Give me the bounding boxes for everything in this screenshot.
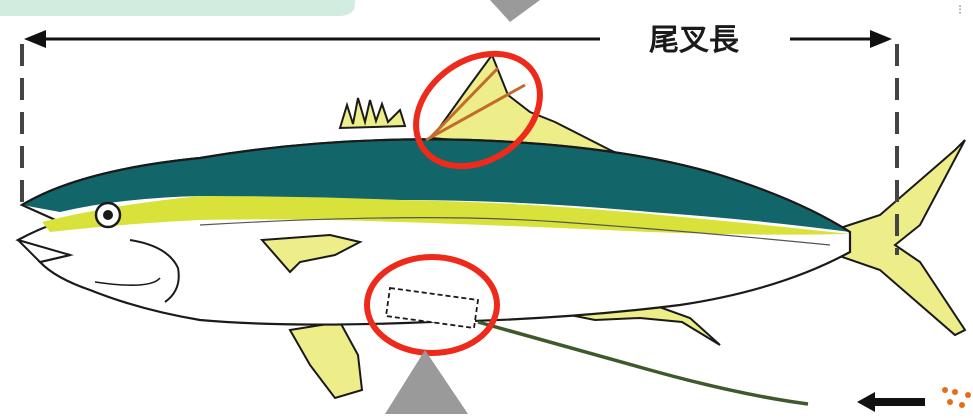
black-arrow-icon (857, 392, 925, 412)
highlight-circle-dorsal (413, 50, 543, 170)
length-arrowhead-right (870, 30, 892, 48)
fish-dorsal-outline (21, 138, 851, 233)
length-label-bg (610, 18, 778, 62)
dot-mark-1 (942, 387, 948, 393)
tag-line (477, 320, 809, 406)
corner-mark: ⁝ (958, 3, 962, 18)
dot-mark-4 (959, 402, 965, 408)
dot-mark-2 (952, 389, 958, 395)
tail-fin (827, 139, 967, 337)
dorsal-spine-1 (428, 66, 500, 140)
dot-mark-5 (965, 392, 971, 398)
top-left-panel (0, 0, 355, 16)
gray-arrow-bottom (385, 350, 468, 414)
tag-rectangle (384, 286, 480, 330)
mouth (17, 239, 74, 264)
pectoral-fin (259, 233, 363, 274)
pupil (103, 210, 113, 220)
dorsal-spine-2 (425, 83, 526, 142)
lateral-line (199, 217, 831, 246)
first-dorsal-fin (338, 97, 407, 130)
fish-back (22, 139, 850, 232)
gray-arrow-top (490, 0, 540, 22)
length-label: 尾叉長 (649, 23, 740, 58)
gill-cover (129, 239, 180, 303)
highlight-circle-belly (364, 254, 500, 356)
gill-cover-inner (94, 277, 161, 286)
length-arrowhead-left (24, 30, 46, 48)
pelvic-fin (288, 320, 364, 400)
fish-yellow-stripe (42, 196, 850, 235)
dot-mark-3 (947, 399, 953, 405)
